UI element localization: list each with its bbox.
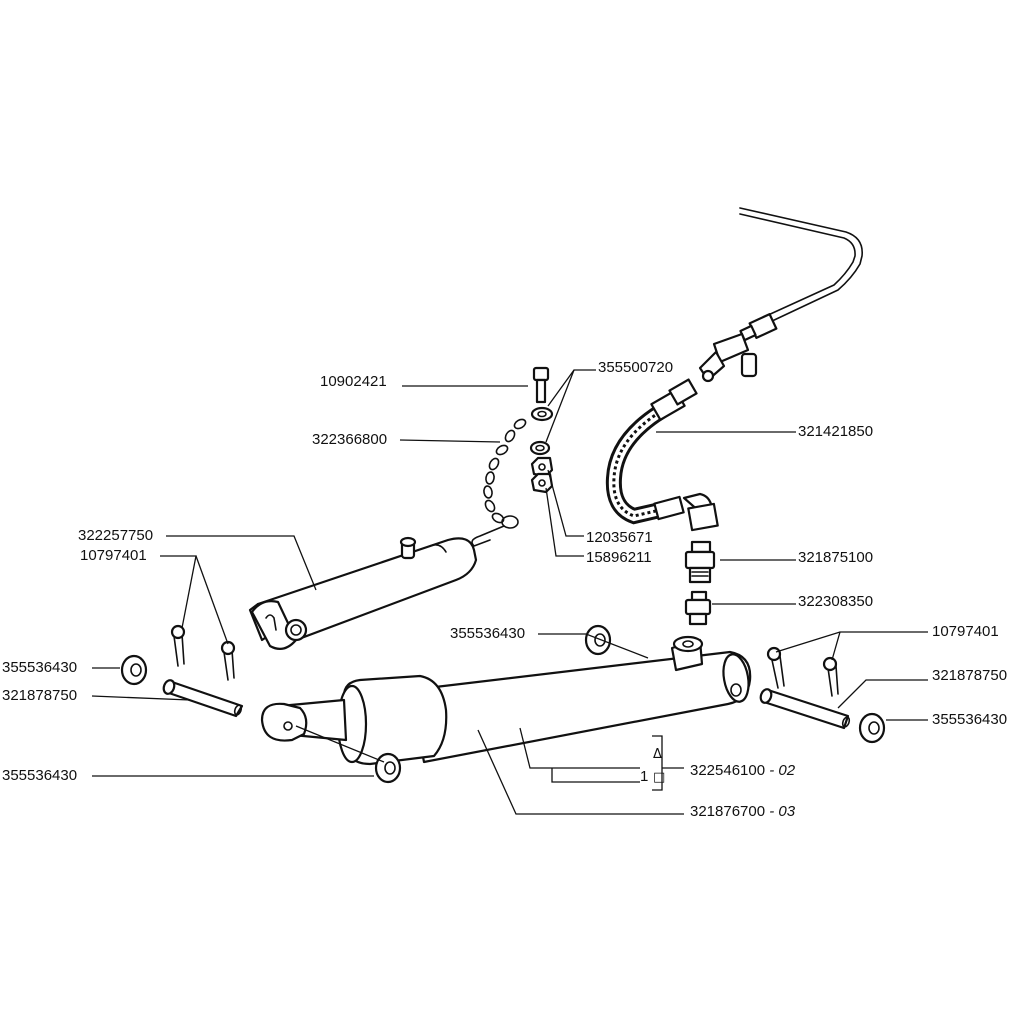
kit-triangle-symbol: Δ: [653, 747, 662, 762]
label-bolt: 10902421: [320, 373, 387, 390]
kit-quantity: 1: [640, 768, 648, 785]
hydraulic-pipe: [739, 207, 863, 323]
label-washer-left: 355536430: [2, 659, 77, 676]
kit-square-symbol: □: [653, 770, 665, 785]
label-nut-b: 15896211: [586, 549, 652, 566]
washer-stack: [529, 406, 554, 456]
washer-left: [120, 654, 148, 686]
kit-suffix: - 02: [769, 762, 796, 779]
label-chain: 322366800: [312, 431, 387, 448]
kit-number: 322546100: [690, 762, 765, 779]
hydraulic-cylinder: [260, 635, 752, 766]
label-cylinder: 321876700 - 03: [690, 803, 796, 820]
washer-bottom: [374, 752, 402, 784]
pin-left: [162, 679, 244, 718]
part-number-labels: 10902421 355500720 322366800 321421850 1…: [2, 359, 1007, 820]
label-pin-left: 321878750: [2, 687, 77, 704]
label-washers: 355500720: [598, 359, 673, 376]
pipe-union-nut: [739, 313, 778, 342]
label-hose: 321421850: [798, 423, 873, 440]
label-washer-bottom: 355536430: [2, 767, 77, 784]
leader-lines: [91, 369, 928, 815]
cotter-pin: [766, 646, 785, 689]
washer-top: [584, 624, 612, 656]
cotter-pin: [822, 656, 839, 697]
clevis-body: [248, 536, 478, 651]
bolt: [532, 366, 550, 404]
washer-right: [858, 712, 886, 744]
cotter-pin: [170, 624, 186, 667]
breather-valve: [684, 590, 712, 626]
label-valve: 322308350: [798, 593, 873, 610]
label-adapter: 321875100: [798, 549, 873, 566]
nut-stack: [530, 456, 554, 494]
label-washer-right: 355536430: [932, 711, 1007, 728]
cotter-pin: [220, 640, 236, 681]
label-nut-a: 12035671: [586, 529, 653, 546]
adapter-fitting: [684, 540, 716, 584]
label-kit: 322546100 - 02: [690, 762, 796, 779]
cylinder-number: 321876700: [690, 803, 765, 820]
cylinder-suffix: - 03: [769, 803, 796, 820]
safety-chain: [471, 418, 527, 547]
tee-fitting: [698, 332, 758, 383]
flexible-hose: [605, 378, 719, 532]
pin-right: [759, 688, 851, 730]
label-cotter-left: 10797401: [80, 547, 147, 564]
label-pin-right: 321878750: [932, 667, 1007, 684]
label-cotter-right: 10797401: [932, 623, 999, 640]
label-washer-top: 355536430: [450, 625, 525, 642]
label-clevis: 322257750: [78, 527, 153, 544]
